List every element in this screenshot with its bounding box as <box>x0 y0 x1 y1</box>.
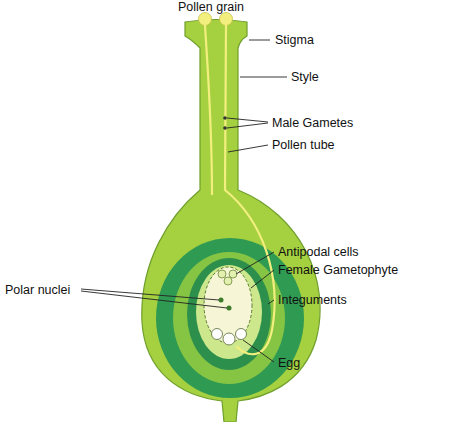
part-label: Style <box>291 70 319 84</box>
leader-line <box>227 118 268 122</box>
pollen-tube <box>205 25 212 195</box>
nucellus <box>196 265 262 359</box>
leader-line <box>268 300 274 304</box>
part-label: Egg <box>278 356 300 370</box>
antipodal-cell <box>224 277 232 285</box>
pollen-tube <box>225 25 275 354</box>
leader-line <box>227 123 268 128</box>
leader-line <box>249 40 270 41</box>
polar-nucleus <box>219 298 224 303</box>
antipodal-cell <box>218 270 226 278</box>
part-label: Integuments <box>278 293 347 307</box>
leader-line <box>81 291 227 308</box>
leader-line <box>228 145 268 152</box>
part-label: Stigma <box>275 33 314 47</box>
polar-nucleus <box>227 306 232 311</box>
pistil-outline <box>142 20 320 422</box>
part-label: Male Gametes <box>272 116 353 130</box>
leader-lines <box>81 40 287 362</box>
synergid <box>212 329 223 340</box>
part-label: Female Gametophyte <box>278 263 398 277</box>
leader-line <box>243 340 274 362</box>
part-label: Pollen tube <box>272 138 335 152</box>
leader-line <box>240 77 287 78</box>
ovary-wall <box>156 238 304 398</box>
leader-line <box>81 289 219 300</box>
pollen-grain <box>199 13 212 26</box>
leader-line <box>236 252 274 274</box>
leader-line <box>251 270 274 288</box>
part-label: Pollen grain <box>178 0 244 14</box>
part-label: Polar nuclei <box>5 283 70 297</box>
male-gamete <box>223 126 227 130</box>
part-label: Antipodal cells <box>278 245 359 259</box>
pollen-grain <box>220 13 233 26</box>
ovule-body <box>173 252 285 384</box>
male-gamete <box>223 116 227 120</box>
embryo-sac <box>204 267 252 343</box>
synergid <box>236 329 247 340</box>
egg-cell <box>223 333 235 345</box>
antipodal-cell <box>229 270 237 278</box>
